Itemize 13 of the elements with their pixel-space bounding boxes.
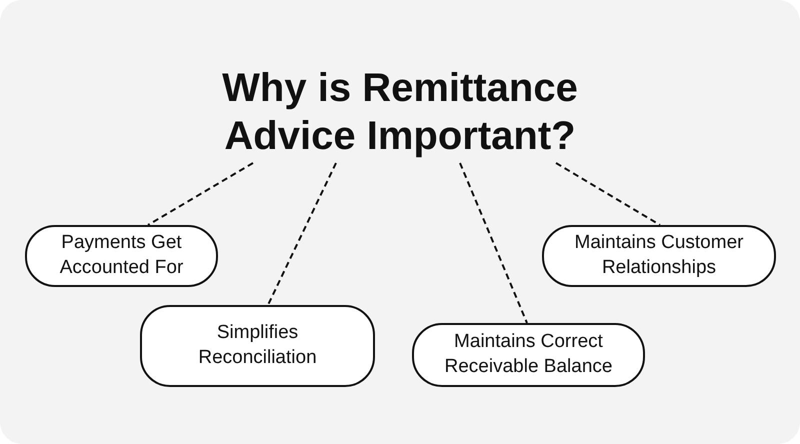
box-label: Simplifies Reconciliation [197, 321, 318, 370]
rounded-box [25, 225, 218, 287]
dashed-connector [267, 162, 337, 306]
rounded-box [542, 225, 776, 287]
box-label: Maintains Correct Receivable Balance [444, 330, 614, 379]
rounded-box [412, 323, 645, 387]
box-label: Maintains Customer Relationships [574, 231, 744, 280]
title-text: Why is Remittance Advice Important? [190, 60, 610, 163]
dashed-connector [148, 162, 254, 226]
rounded-box [140, 305, 375, 387]
dashed-connector [459, 162, 528, 324]
dashed-connector [555, 162, 661, 226]
box-label: Payments Get Accounted For [58, 231, 184, 280]
